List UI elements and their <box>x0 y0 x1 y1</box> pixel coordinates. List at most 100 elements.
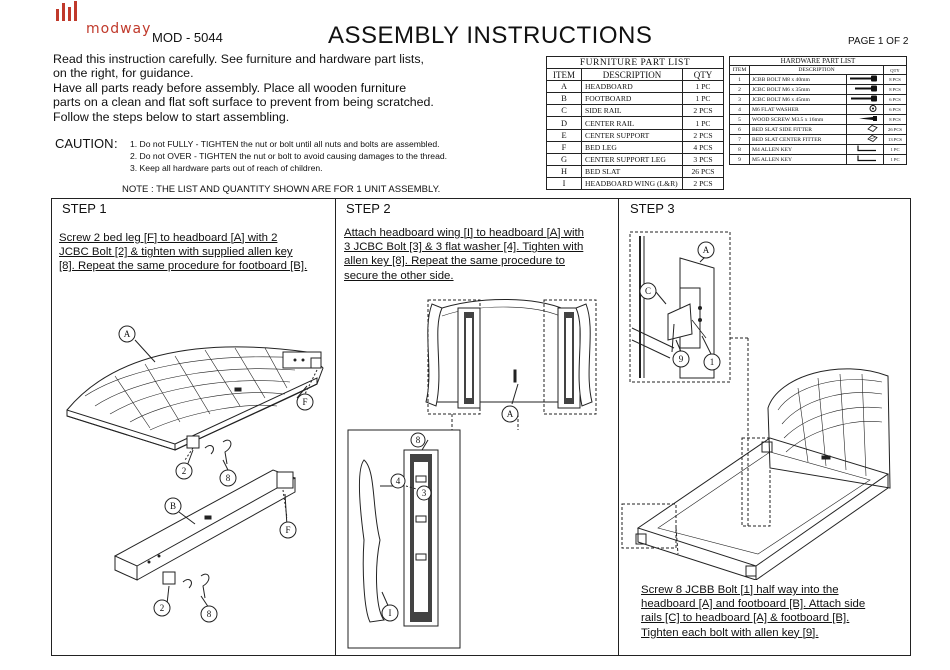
item-description: HEADBOARD <box>581 80 683 94</box>
headboard-with-wings-drawing <box>425 299 593 409</box>
bolt-icon <box>846 74 884 86</box>
item-description: M4 ALLEN KEY <box>749 144 847 156</box>
intro-line: parts on a clean and flat soft surface t… <box>53 95 434 110</box>
item-letter: F <box>546 140 582 154</box>
item-number: 1 <box>729 74 750 86</box>
item-letter: E <box>546 128 582 142</box>
bolt-drawing <box>204 445 214 455</box>
item-number: 2 <box>729 84 750 96</box>
column-header: QTY <box>883 65 907 76</box>
step-3-line: headboard [A] and footboard [B]. Attach … <box>641 598 866 611</box>
callout-2: 2 <box>160 603 165 613</box>
item-description: BED SLAT <box>581 164 683 178</box>
fitter-icon <box>846 134 884 146</box>
step-2-line: Attach headboard wing [I] to headboard [… <box>344 227 584 239</box>
footboard-drawing <box>113 469 297 581</box>
callout-f: F <box>302 397 307 407</box>
item-letter: G <box>546 152 582 166</box>
step-3-line: Tighten each bolt with allen key [9]. <box>641 626 819 639</box>
callout-8: 8 <box>207 609 212 619</box>
column-header: ITEM <box>729 65 750 76</box>
allen-key-drawing <box>200 573 210 599</box>
washer-icon <box>846 104 884 116</box>
caution-colon: : <box>114 136 118 151</box>
intro-line: Read this instruction carefully. See fur… <box>53 52 424 66</box>
allen-key-icon <box>846 154 884 166</box>
column-divider <box>335 199 336 655</box>
caution-item: 2. Do not OVER - TIGHTEN the nut or bolt… <box>130 151 448 161</box>
brand-logo: modway <box>56 1 152 41</box>
callout-8: 8 <box>416 435 421 445</box>
callout-2: 2 <box>182 466 187 476</box>
item-qty: 8 PCS <box>883 74 907 86</box>
item-qty: 6 PCS <box>883 104 907 116</box>
item-qty: 1 PC <box>682 116 724 130</box>
bolt-icon <box>846 94 884 106</box>
item-description: M6 FLAT WASHER <box>749 104 847 116</box>
step-1-line: JCBC Bolt [2] & tighten with supplied al… <box>59 246 293 259</box>
caution-item: 3. Keep all hardware parts out of reach … <box>130 163 323 173</box>
item-qty: 3 PCS <box>682 152 724 166</box>
fitter-icon <box>846 124 884 136</box>
column-header: QTY <box>682 68 724 82</box>
item-description: CENTER SUPPORT LEG <box>581 152 683 166</box>
brand-name: modway <box>86 21 152 37</box>
bed-frame-drawing <box>635 368 891 580</box>
item-number: 6 <box>729 124 750 136</box>
step-1-illustration: A F 2 8 B F 2 8 <box>66 325 324 623</box>
steps-frame <box>51 198 911 656</box>
item-qty: 2 PCS <box>682 176 724 191</box>
column-divider <box>618 199 619 655</box>
callout-c: C <box>645 286 651 296</box>
item-letter: I <box>546 176 582 191</box>
item-qty: 26 PCS <box>682 164 724 178</box>
item-description: CENTER SUPPORT <box>581 128 683 142</box>
furniture-part-list: FURNITURE PART LIST ITEM DESCRIPTION QTY… <box>546 55 724 191</box>
step-3-line: Screw 8 JCBB Bolt [1] half way into the <box>641 584 839 596</box>
item-description: HEADBOARD WING (L&R) <box>581 176 683 191</box>
item-number: 7 <box>729 134 750 146</box>
callout-b: B <box>170 501 176 511</box>
quantity-note: NOTE : THE LIST AND QUANTITY SHOWN ARE F… <box>122 184 441 195</box>
detail-box <box>629 231 731 383</box>
rail-bracket-detail-drawing <box>631 236 715 379</box>
step-2-label: STEP 2 <box>346 201 391 216</box>
callout-a: A <box>703 245 710 255</box>
item-qty: 4 PCS <box>682 140 724 154</box>
callout-8: 8 <box>226 473 231 483</box>
item-qty: 1 PC <box>883 154 907 166</box>
intro-line: Follow the steps below to start assembli… <box>53 109 290 124</box>
screw-icon <box>846 114 884 126</box>
column-header: ITEM <box>546 68 582 82</box>
callout-3: 3 <box>422 488 427 498</box>
callout-1: 1 <box>710 357 715 367</box>
item-qty: 2 PCS <box>682 104 724 118</box>
callout-i: I <box>389 608 392 618</box>
step-3-label: STEP 3 <box>630 201 675 216</box>
page-title: ASSEMBLY INSTRUCTIONS <box>328 22 653 49</box>
callout-a: A <box>124 329 131 339</box>
item-qty: 26 PCS <box>883 124 907 136</box>
intro-line: Have all parts ready before assembly. Pl… <box>53 80 407 95</box>
item-description: JCBB BOLT M8 x 40mm <box>749 74 847 86</box>
item-letter: D <box>546 116 582 130</box>
step-1-line: Screw 2 bed leg [F] to headboard [A] wit… <box>59 232 278 244</box>
item-number: 5 <box>729 114 750 126</box>
item-description: BED SLAT CENTER FITTER <box>749 134 847 146</box>
item-number: 8 <box>729 144 750 156</box>
item-letter: B <box>546 92 582 106</box>
item-letter: C <box>546 104 582 118</box>
item-qty: 1 PC <box>883 144 907 156</box>
item-number: 9 <box>729 154 750 166</box>
